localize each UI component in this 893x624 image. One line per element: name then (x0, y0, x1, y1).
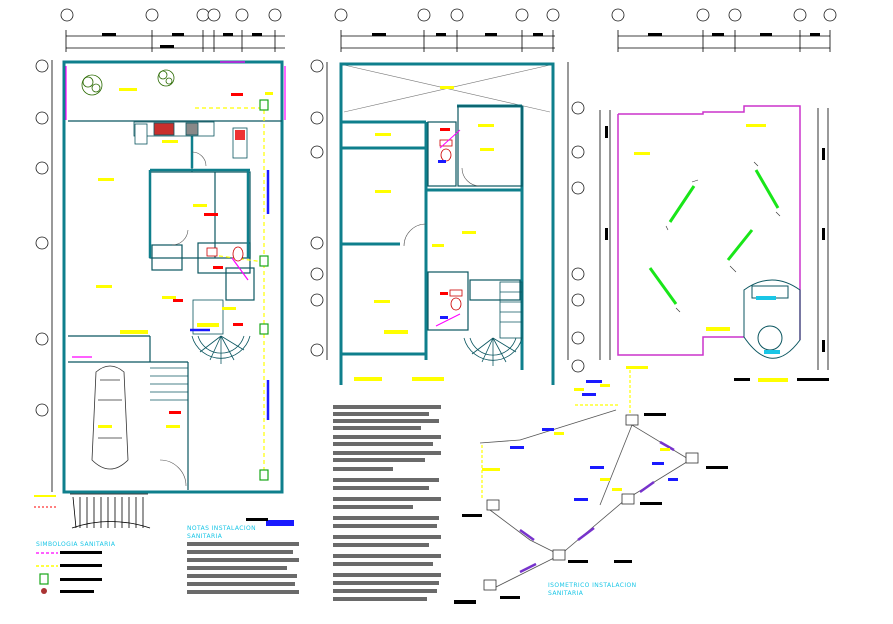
isometric-title-line-2: SANITARIA (548, 590, 584, 597)
dimension-text-top-1 (102, 33, 262, 48)
toilet-icon (206, 246, 244, 262)
car-icon (91, 365, 129, 470)
spiral-stair-1 (191, 299, 251, 364)
floor-drain-icon (39, 573, 49, 585)
sanitary-pipe-magenta-2 (435, 129, 461, 327)
notes-title-line-1: NOTAS INSTALACION (187, 525, 257, 532)
garden-tree-icon (81, 69, 175, 96)
room-labels-yellow-1 (96, 88, 273, 428)
roof-parapet (617, 105, 801, 356)
door-swings-1 (159, 151, 207, 487)
interior-wall-outline-1 (68, 120, 282, 490)
ground-floor-plan (35, 8, 286, 529)
cleanout-icon (41, 588, 47, 594)
drain-segments-blue-1 (190, 170, 270, 420)
isometric-diagram (454, 370, 728, 604)
roof-plan (599, 8, 837, 382)
roof-drain-slope-green (648, 169, 780, 305)
legend-symbols (34, 495, 294, 594)
notes-text-block (333, 405, 441, 601)
axis-bubbles-left-1 (35, 59, 49, 417)
axis-bubbles-top-1 (60, 8, 282, 22)
room-labels-yellow-2 (354, 86, 494, 381)
isometric-tags-yellow (482, 384, 670, 491)
red-tags-1 (169, 93, 243, 414)
legend-title: SIMBOLOGIA SANITARIA (36, 541, 116, 548)
isometric-tags-blue (510, 380, 678, 501)
fridge (134, 123, 148, 145)
sanitary-pipe-yellow-1 (195, 107, 265, 480)
spiral-stair-2 (463, 281, 523, 366)
upper-floor-plan (310, 8, 585, 385)
notes-title-line-2: SANITARIA (187, 533, 223, 540)
isometric-registry-box-icon (483, 414, 699, 591)
isometric-title-line-1: ISOMETRICO INSTALACION (548, 582, 637, 589)
upper-floor-walls (339, 62, 555, 385)
bathroom-fixtures-2 (439, 139, 463, 311)
straight-stair-1 (150, 367, 188, 401)
registry-box-icon (259, 99, 269, 481)
isometric-pipe-segments (519, 440, 675, 574)
exterior-walls-1 (62, 60, 284, 494)
sanitary-pipe-magenta-1 (65, 61, 286, 358)
isometric-tags-black (454, 413, 728, 604)
entry-steps (70, 493, 151, 529)
notes-text-block-2 (187, 542, 299, 594)
kitchen-counter (133, 121, 215, 137)
